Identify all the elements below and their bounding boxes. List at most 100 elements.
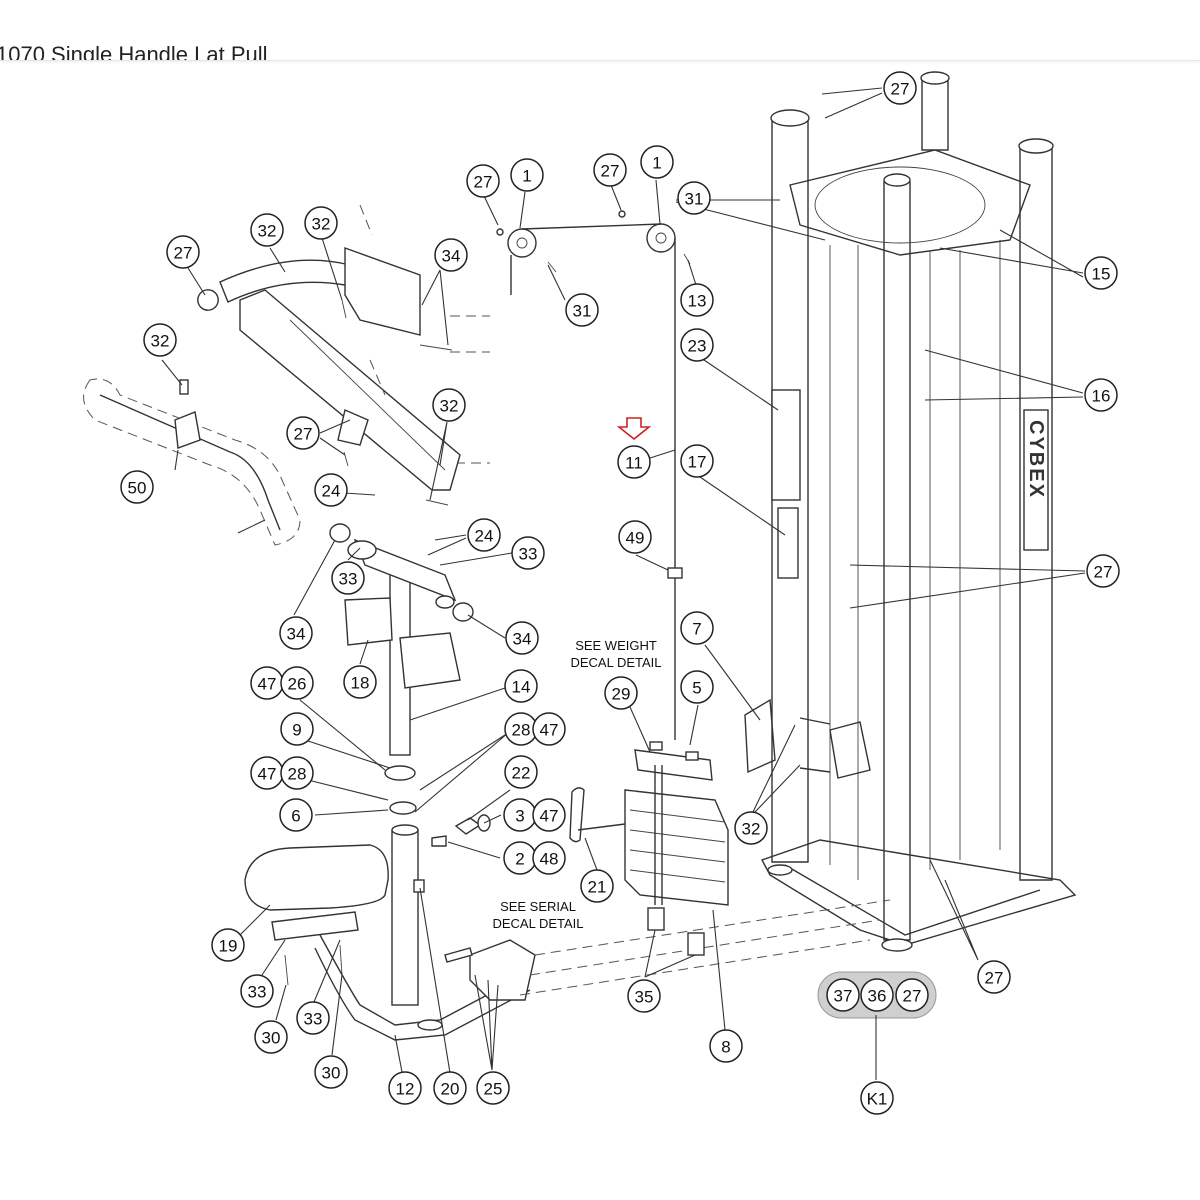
page-title: 1070 Single Handle Lat Pull bbox=[0, 42, 268, 61]
part-callout: 32 bbox=[432, 388, 466, 422]
part-callout: 30 bbox=[254, 1020, 288, 1054]
part-callout: 5 bbox=[680, 670, 714, 704]
part-callout-number: 33 bbox=[248, 983, 267, 1002]
part-callout-number: 32 bbox=[151, 332, 170, 351]
part-callout: 27 bbox=[1086, 554, 1120, 588]
part-callout: 32 bbox=[304, 206, 338, 240]
part-callout-number: 33 bbox=[339, 570, 358, 589]
part-callout-number: 30 bbox=[262, 1029, 281, 1048]
part-callout-number: 34 bbox=[513, 630, 532, 649]
part-callout: 32 bbox=[250, 213, 284, 247]
part-callout-number: 6 bbox=[291, 807, 300, 826]
part-callout-number: 15 bbox=[1092, 265, 1111, 284]
part-callout-number: 47 bbox=[540, 721, 559, 740]
part-callout: 24 bbox=[314, 473, 348, 507]
part-callout: 31 bbox=[565, 293, 599, 327]
weight-stack bbox=[624, 741, 729, 956]
part-callout: 34 bbox=[505, 621, 539, 655]
part-callout: 7 bbox=[680, 611, 714, 645]
part-callout: 27 bbox=[286, 416, 320, 450]
part-callout-number: 47 bbox=[258, 675, 277, 694]
part-callout-number: 21 bbox=[588, 878, 607, 897]
part-callout: 47 bbox=[532, 712, 566, 746]
highlight-arrow bbox=[616, 417, 652, 441]
part-callout-number: 27 bbox=[985, 969, 1004, 988]
part-callout-number: 27 bbox=[1094, 563, 1113, 582]
part-callout-number: 7 bbox=[692, 620, 701, 639]
seat bbox=[244, 844, 389, 986]
part-callout-number: 31 bbox=[573, 302, 592, 321]
part-callout: 14 bbox=[504, 669, 538, 703]
part-callout: 9 bbox=[280, 712, 314, 746]
part-callout-number: 1 bbox=[522, 167, 531, 186]
part-callout-number: 28 bbox=[288, 765, 307, 784]
part-callout-number: 49 bbox=[626, 529, 645, 548]
part-callout: 1 bbox=[640, 145, 674, 179]
part-callout-number: 47 bbox=[258, 765, 277, 784]
part-callout: 16 bbox=[1084, 378, 1118, 412]
part-callout-number: 5 bbox=[692, 679, 701, 698]
part-callout-number: 1 bbox=[652, 154, 661, 173]
part-callout: 11 bbox=[617, 445, 651, 479]
seat-upright bbox=[329, 523, 626, 1006]
part-callout: 27 bbox=[977, 960, 1011, 994]
kit-callout: 37 bbox=[826, 978, 860, 1012]
part-callout: 32 bbox=[734, 811, 768, 845]
part-callout: 2 bbox=[503, 841, 537, 875]
part-callout-number: 33 bbox=[519, 545, 538, 564]
part-callout: 33 bbox=[296, 1001, 330, 1035]
part-callout-number: 24 bbox=[475, 527, 494, 546]
serial-decal-note-line1: SEE SERIAL bbox=[500, 899, 576, 914]
svg-text:37: 37 bbox=[834, 987, 853, 1006]
part-callout-number: 23 bbox=[688, 337, 707, 356]
part-callout: 32 bbox=[143, 323, 177, 357]
part-callout-number: 34 bbox=[287, 625, 306, 644]
part-callout-number: 27 bbox=[294, 425, 313, 444]
part-callout-number: 2 bbox=[515, 850, 524, 869]
tower-frame: CYBEX bbox=[744, 71, 1077, 952]
part-callout: 15 bbox=[1084, 256, 1118, 290]
part-callout-number: 32 bbox=[440, 397, 459, 416]
weight-decal-note-line1: SEE WEIGHT bbox=[575, 638, 657, 653]
part-callout-number: 33 bbox=[304, 1010, 323, 1029]
part-callout: 48 bbox=[532, 841, 566, 875]
svg-text:27: 27 bbox=[903, 987, 922, 1006]
part-callout-number: 32 bbox=[258, 222, 277, 241]
part-callout: 24 bbox=[467, 518, 501, 552]
part-callout: 12 bbox=[388, 1071, 422, 1105]
part-callout: 35 bbox=[627, 979, 661, 1013]
title-bar: 1070 Single Handle Lat Pull bbox=[0, 0, 1200, 61]
svg-text:36: 36 bbox=[868, 987, 887, 1006]
kit-callouts: 37 36 27 K1 bbox=[826, 978, 929, 1115]
part-callout: 28 bbox=[280, 756, 314, 790]
part-callout: 34 bbox=[279, 616, 313, 650]
part-callout-number: 22 bbox=[512, 764, 531, 783]
part-callout: 33 bbox=[331, 561, 365, 595]
part-callout: 49 bbox=[618, 520, 652, 554]
part-callout-number: 48 bbox=[540, 850, 559, 869]
part-callout: 26 bbox=[280, 666, 314, 700]
part-callout: 29 bbox=[604, 676, 638, 710]
part-callout: 31 bbox=[677, 181, 711, 215]
part-callout-number: 17 bbox=[688, 453, 707, 472]
part-callout-number: 8 bbox=[721, 1038, 730, 1057]
part-callout-number: 27 bbox=[474, 173, 493, 192]
leader-lines bbox=[161, 87, 1086, 1080]
part-callout-number: 35 bbox=[635, 988, 654, 1007]
part-callout: 6 bbox=[279, 798, 313, 832]
part-callout: 50 bbox=[120, 470, 154, 504]
part-callout: 47 bbox=[250, 756, 284, 790]
part-callout-number: 27 bbox=[891, 80, 910, 99]
part-callout: 25 bbox=[476, 1071, 510, 1105]
part-callout: 22 bbox=[504, 755, 538, 789]
part-callout: 13 bbox=[680, 283, 714, 317]
part-callout-number: 13 bbox=[688, 292, 707, 311]
part-callout: 23 bbox=[680, 328, 714, 362]
handle bbox=[83, 378, 301, 546]
part-callout-number: 30 bbox=[322, 1064, 341, 1083]
part-callout-number: 20 bbox=[441, 1080, 460, 1099]
part-callout-number: 19 bbox=[219, 937, 238, 956]
kit-callout: 27 bbox=[895, 978, 929, 1012]
lat-arm bbox=[197, 204, 461, 506]
